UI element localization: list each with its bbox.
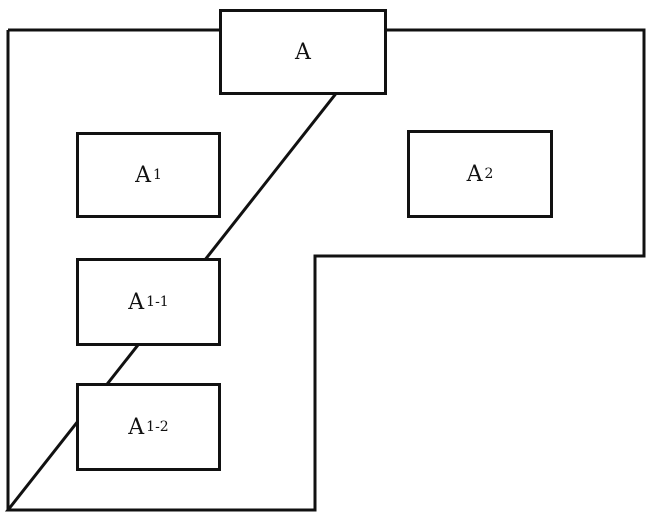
box-a1-label: A bbox=[135, 162, 151, 188]
box-a1-1-label: A bbox=[128, 289, 145, 315]
box-a1-sub: 1 bbox=[152, 167, 162, 183]
box-a: A bbox=[219, 9, 387, 95]
box-a1-1-sub: 1-1 bbox=[146, 294, 169, 310]
box-a2-sub: 2 bbox=[484, 166, 494, 182]
box-a-label: A bbox=[295, 39, 311, 65]
box-a2-label: A bbox=[466, 161, 483, 187]
box-a1-2-sub: 1-2 bbox=[146, 419, 169, 435]
box-a1-2-label: A bbox=[128, 414, 145, 440]
